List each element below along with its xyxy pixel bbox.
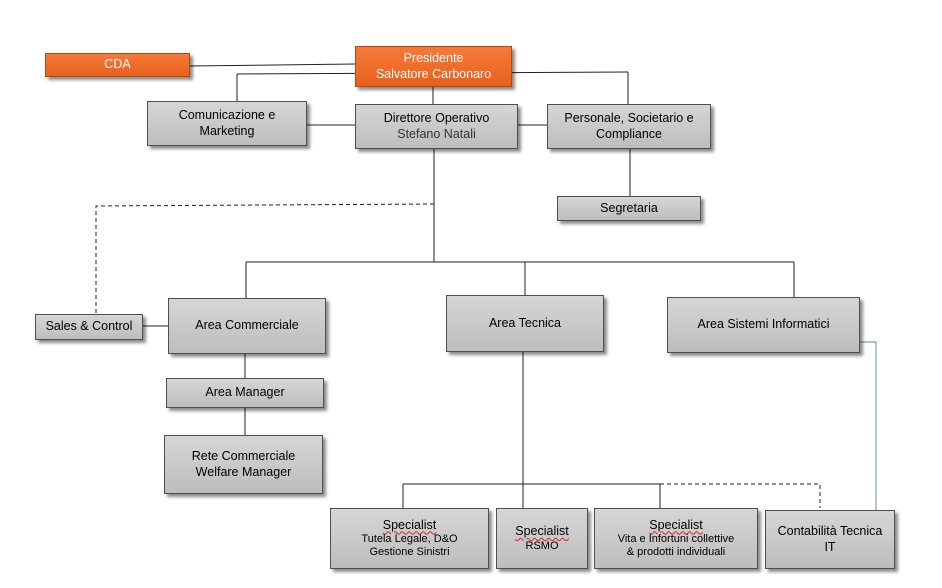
direttore-name: Stefano Natali xyxy=(397,126,476,141)
personale-line2: Compliance xyxy=(595,126,662,141)
comunicazione-line1: Comunicazione e xyxy=(178,107,276,122)
specialist-vita-title: Specialist xyxy=(649,517,703,532)
presidente-box: Presidente Salvatore Carbonaro xyxy=(355,46,512,87)
rete-line1: Rete Commerciale xyxy=(191,448,296,463)
area-manager-label: Area Manager xyxy=(205,385,285,400)
sales-control-box: Sales & Control xyxy=(35,314,143,340)
presidente-title: Presidente xyxy=(403,50,464,65)
connector-sistemi-contabilita xyxy=(860,341,877,510)
comunicazione-marketing-box: Comunicazione e Marketing xyxy=(147,101,307,146)
area-commerciale-box: Area Commerciale xyxy=(168,298,326,354)
contabilita-tecnica-box: Contabilità Tecnica IT xyxy=(765,510,895,569)
area-manager-box: Area Manager xyxy=(166,378,324,408)
area-sistemi-label: Area Sistemi Informatici xyxy=(697,317,830,332)
cda-label: CDA xyxy=(104,57,131,72)
rete-line2: Welfare Manager xyxy=(195,464,292,479)
personale-line1: Personale, Societario e xyxy=(564,110,694,125)
rete-commerciale-box: Rete Commerciale Welfare Manager xyxy=(164,435,323,494)
contabilita-line1: Contabilità Tecnica xyxy=(777,523,883,538)
sales-control-label: Sales & Control xyxy=(45,319,133,334)
specialist-tutela-line2: Gestione Sinistri xyxy=(369,546,450,559)
segretaria-label: Segretaria xyxy=(600,200,658,215)
specialist-tutela-line1: Tutela Legale, D&O xyxy=(361,533,458,546)
area-tecnica-label: Area Tecnica xyxy=(488,315,562,330)
specialist-tutela-box: Specialist Tutela Legale, D&O Gestione S… xyxy=(330,508,489,569)
contabilita-line2: IT xyxy=(824,539,836,554)
area-tecnica-box: Area Tecnica xyxy=(446,295,604,352)
direttore-operativo-box: Direttore Operativo Stefano Natali xyxy=(355,104,518,149)
cda-box: CDA xyxy=(45,53,190,77)
specialist-tutela-title: Specialist xyxy=(382,517,437,532)
direttore-title: Direttore Operativo xyxy=(383,110,490,125)
area-commerciale-label: Area Commerciale xyxy=(195,318,299,333)
segretaria-box: Segretaria xyxy=(557,196,701,221)
comunicazione-line2: Marketing xyxy=(199,123,255,138)
presidente-name: Salvatore Carbonaro xyxy=(375,66,492,81)
specialist-vita-line2: & prodotti individuali xyxy=(626,546,726,559)
dashed-connector-contabilita xyxy=(660,483,821,508)
dashed-connector-sales xyxy=(95,203,435,314)
specialist-rsmo-box: Specialist RSMO xyxy=(496,508,588,569)
specialist-rsmo-line1: RSMO xyxy=(525,539,559,552)
specialist-vita-box: Specialist Vita e Infortuni collettive &… xyxy=(594,508,758,569)
specialist-vita-line1: Vita e Infortuni collettive xyxy=(617,533,735,546)
personale-compliance-box: Personale, Societario e Compliance xyxy=(547,104,711,149)
connector-cda-presidente xyxy=(189,63,356,67)
area-sistemi-informatici-box: Area Sistemi Informatici xyxy=(667,297,860,353)
specialist-rsmo-title: Specialist xyxy=(515,524,569,539)
